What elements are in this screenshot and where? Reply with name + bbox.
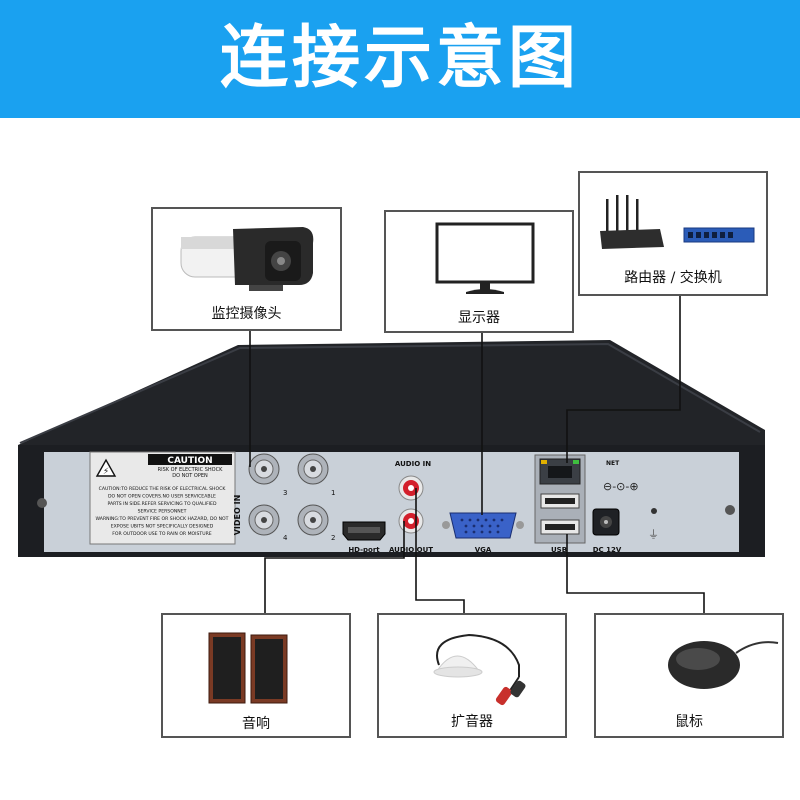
bnc-2 [297,504,329,536]
caution-body-line: WARNING:TO PREVENT FIRE OR SHOCK HAZARD,… [96,516,229,522]
bnc-1 [297,453,329,485]
network-label: 路由器 / 交换机 [624,270,722,286]
usb-label: USB [551,546,567,554]
bnc-number-1: 1 [331,489,335,497]
dc-label: DC 12V [593,546,622,554]
speaker-box: 音响 [161,613,351,738]
monitor-label: 显示器 [458,310,500,326]
caution-body-line: DO NOT OPEN COVERS.NO USER SERVICEABLE [108,494,216,500]
mouse-label: 鼠标 [675,714,703,730]
caution-body-line: FOR OUTDOOR USE TO RAIN OR MOISTURE [112,531,212,537]
camera-icon [180,227,314,291]
vga-label: VGA [475,546,492,554]
video-in-label: VIDEO IN [233,495,242,536]
banner-title: 连接示意图 [219,19,580,98]
hdport-label: HD-port [348,546,380,554]
bnc-4 [248,504,280,536]
dc-polarity-icon: ⊖-⊙-⊕ [603,480,639,493]
router-switch-icon [600,195,755,249]
bnc-3 [248,453,280,485]
caution-sub2: DO NOT OPEN [172,473,208,479]
caution-sub1: RISK OF ELECTRIC SHOCK [158,467,223,473]
network-box: 路由器 / 交换机 [578,171,768,296]
monitor-icon [435,222,535,294]
rca-audio-out [398,508,424,534]
net-label: NET [606,460,620,467]
rca-audio-in [398,475,424,501]
mouse-line [566,534,705,613]
network-line [566,296,681,463]
dvr-top-surface [18,340,765,445]
caution-body-text: CAUTION:TO REDUCE THE RISK OF ELECTRICAL… [96,486,229,537]
caution-body-line: PARTS IN SIDE.REFER SERVICING TO QUALIFI… [108,501,217,507]
bnc-number-2: 2 [331,534,335,542]
microphone-line [415,488,465,613]
microphone-box: 扩音器 [377,613,567,738]
power-led [651,508,657,514]
audio-out-label: AUDIO OUT [389,546,433,554]
title-banner: 连接示意图 [0,0,800,118]
microphone-label: 扩音器 [451,714,493,730]
bnc-number-4: 4 [283,534,288,542]
caution-label [89,451,236,545]
mouse-box: 鼠标 [594,613,784,738]
screw-left [37,498,47,508]
connection-lines [249,296,705,613]
bnc-number-3: 3 [283,489,287,497]
shock-warning-icon [95,458,117,477]
caution-body-line: EXPOSE UBITS NOT SPECIFICALLY DESIGNED [111,524,214,530]
speaker-label: 音响 [242,716,270,732]
camera-label: 监控摄像头 [211,306,282,322]
bnc-connectors: 3 1 4 2 [248,453,335,542]
audio-in-label: AUDIO IN [395,460,431,468]
ground-icon: ⏚ [648,528,659,541]
screw-right [725,505,735,515]
svg-text:⚡: ⚡ [103,467,109,477]
camera-box: 监控摄像头 [151,207,342,331]
mouse-icon [668,641,779,689]
speaker-line [264,521,405,613]
monitor-box: 显示器 [384,210,574,333]
caution-body-line: SERVICE PERSONNET [138,509,187,515]
caution-title: CAUTION [167,456,212,466]
microphone-icon [433,633,526,706]
speaker-icon [208,632,288,704]
caution-body-line: CAUTION:TO REDUCE THE RISK OF ELECTRICAL… [99,486,227,492]
